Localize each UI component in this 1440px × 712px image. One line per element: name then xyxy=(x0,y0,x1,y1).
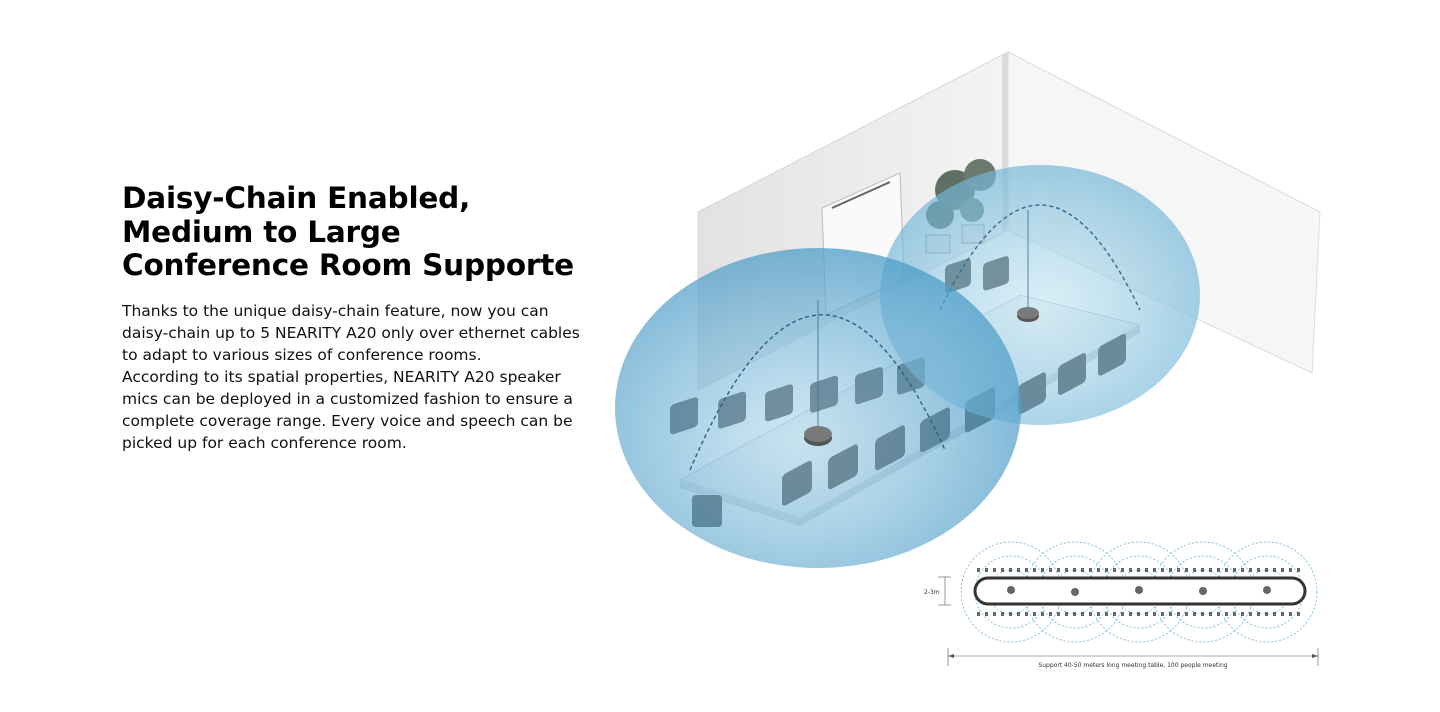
mic-dots xyxy=(1007,586,1271,596)
section-heading: Daisy-Chain Enabled, Medium to Large Con… xyxy=(122,181,574,282)
diagram-caption: Support 40-50 meters long meeting table,… xyxy=(1038,662,1227,669)
seat-row-bottom xyxy=(977,612,1300,616)
speaker-mic-1 xyxy=(804,300,832,446)
width-label: 2-3m xyxy=(924,589,940,596)
seat-row-top xyxy=(977,568,1300,572)
conference-room-illustration xyxy=(615,51,1321,568)
description-paragraph: According to its spatial properties, NEA… xyxy=(122,367,573,452)
description-paragraph: Thanks to the unique daisy-chain feature… xyxy=(122,301,580,364)
width-dimension: 2-3m xyxy=(924,576,951,606)
feature-text-block: Daisy-Chain Enabled, Medium to Large Con… xyxy=(122,181,592,454)
daisy-chain-plan-diagram: 2-3m Support 40-50 meters long meeting t… xyxy=(924,541,1319,669)
section-description: Thanks to the unique daisy-chain feature… xyxy=(122,300,592,454)
length-dimension: Support 40-50 meters long meeting table,… xyxy=(947,648,1319,669)
speaker-mic-2 xyxy=(1017,210,1039,322)
